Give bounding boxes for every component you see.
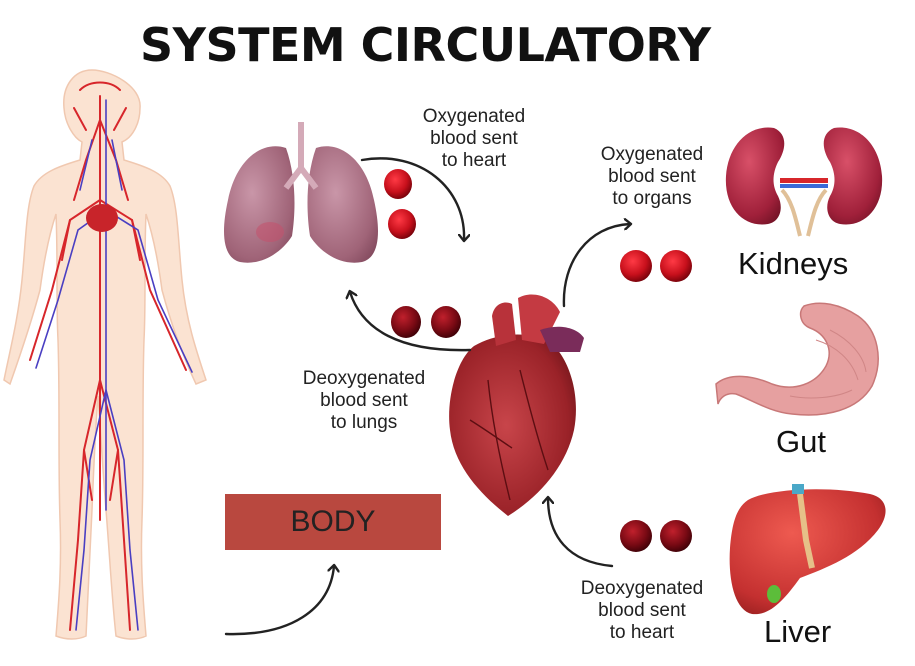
body-label: BODY	[225, 494, 441, 550]
kidneys-icon	[726, 128, 882, 236]
blood-cell	[384, 169, 412, 199]
human-body-icon	[4, 70, 206, 639]
heart-icon	[449, 294, 584, 516]
label-gut: Gut	[776, 424, 826, 460]
liver-icon	[730, 484, 886, 614]
label-kidneys: Kidneys	[738, 246, 848, 282]
lungs-icon	[224, 122, 378, 263]
blood-cell	[660, 520, 692, 552]
caption-oxygenated-to-organs: Oxygenated blood sent to organs	[582, 144, 722, 210]
blood-cell	[620, 250, 652, 282]
arrow-organs-to-heart	[548, 498, 612, 566]
caption-deoxygenated-to-heart: Deoxygenated blood sent to heart	[560, 578, 724, 644]
blood-cell	[431, 306, 461, 338]
blood-cell	[620, 520, 652, 552]
caption-oxygenated-to-heart: Oxygenated blood sent to heart	[404, 106, 544, 172]
caption-deoxygenated-to-lungs: Deoxygenated blood sent to lungs	[282, 368, 446, 434]
blood-cell	[388, 209, 416, 239]
stomach-icon	[716, 303, 878, 415]
blood-cell	[391, 306, 421, 338]
arrow-body-to-heart	[226, 566, 334, 634]
blood-cell	[660, 250, 692, 282]
label-liver: Liver	[764, 614, 831, 650]
